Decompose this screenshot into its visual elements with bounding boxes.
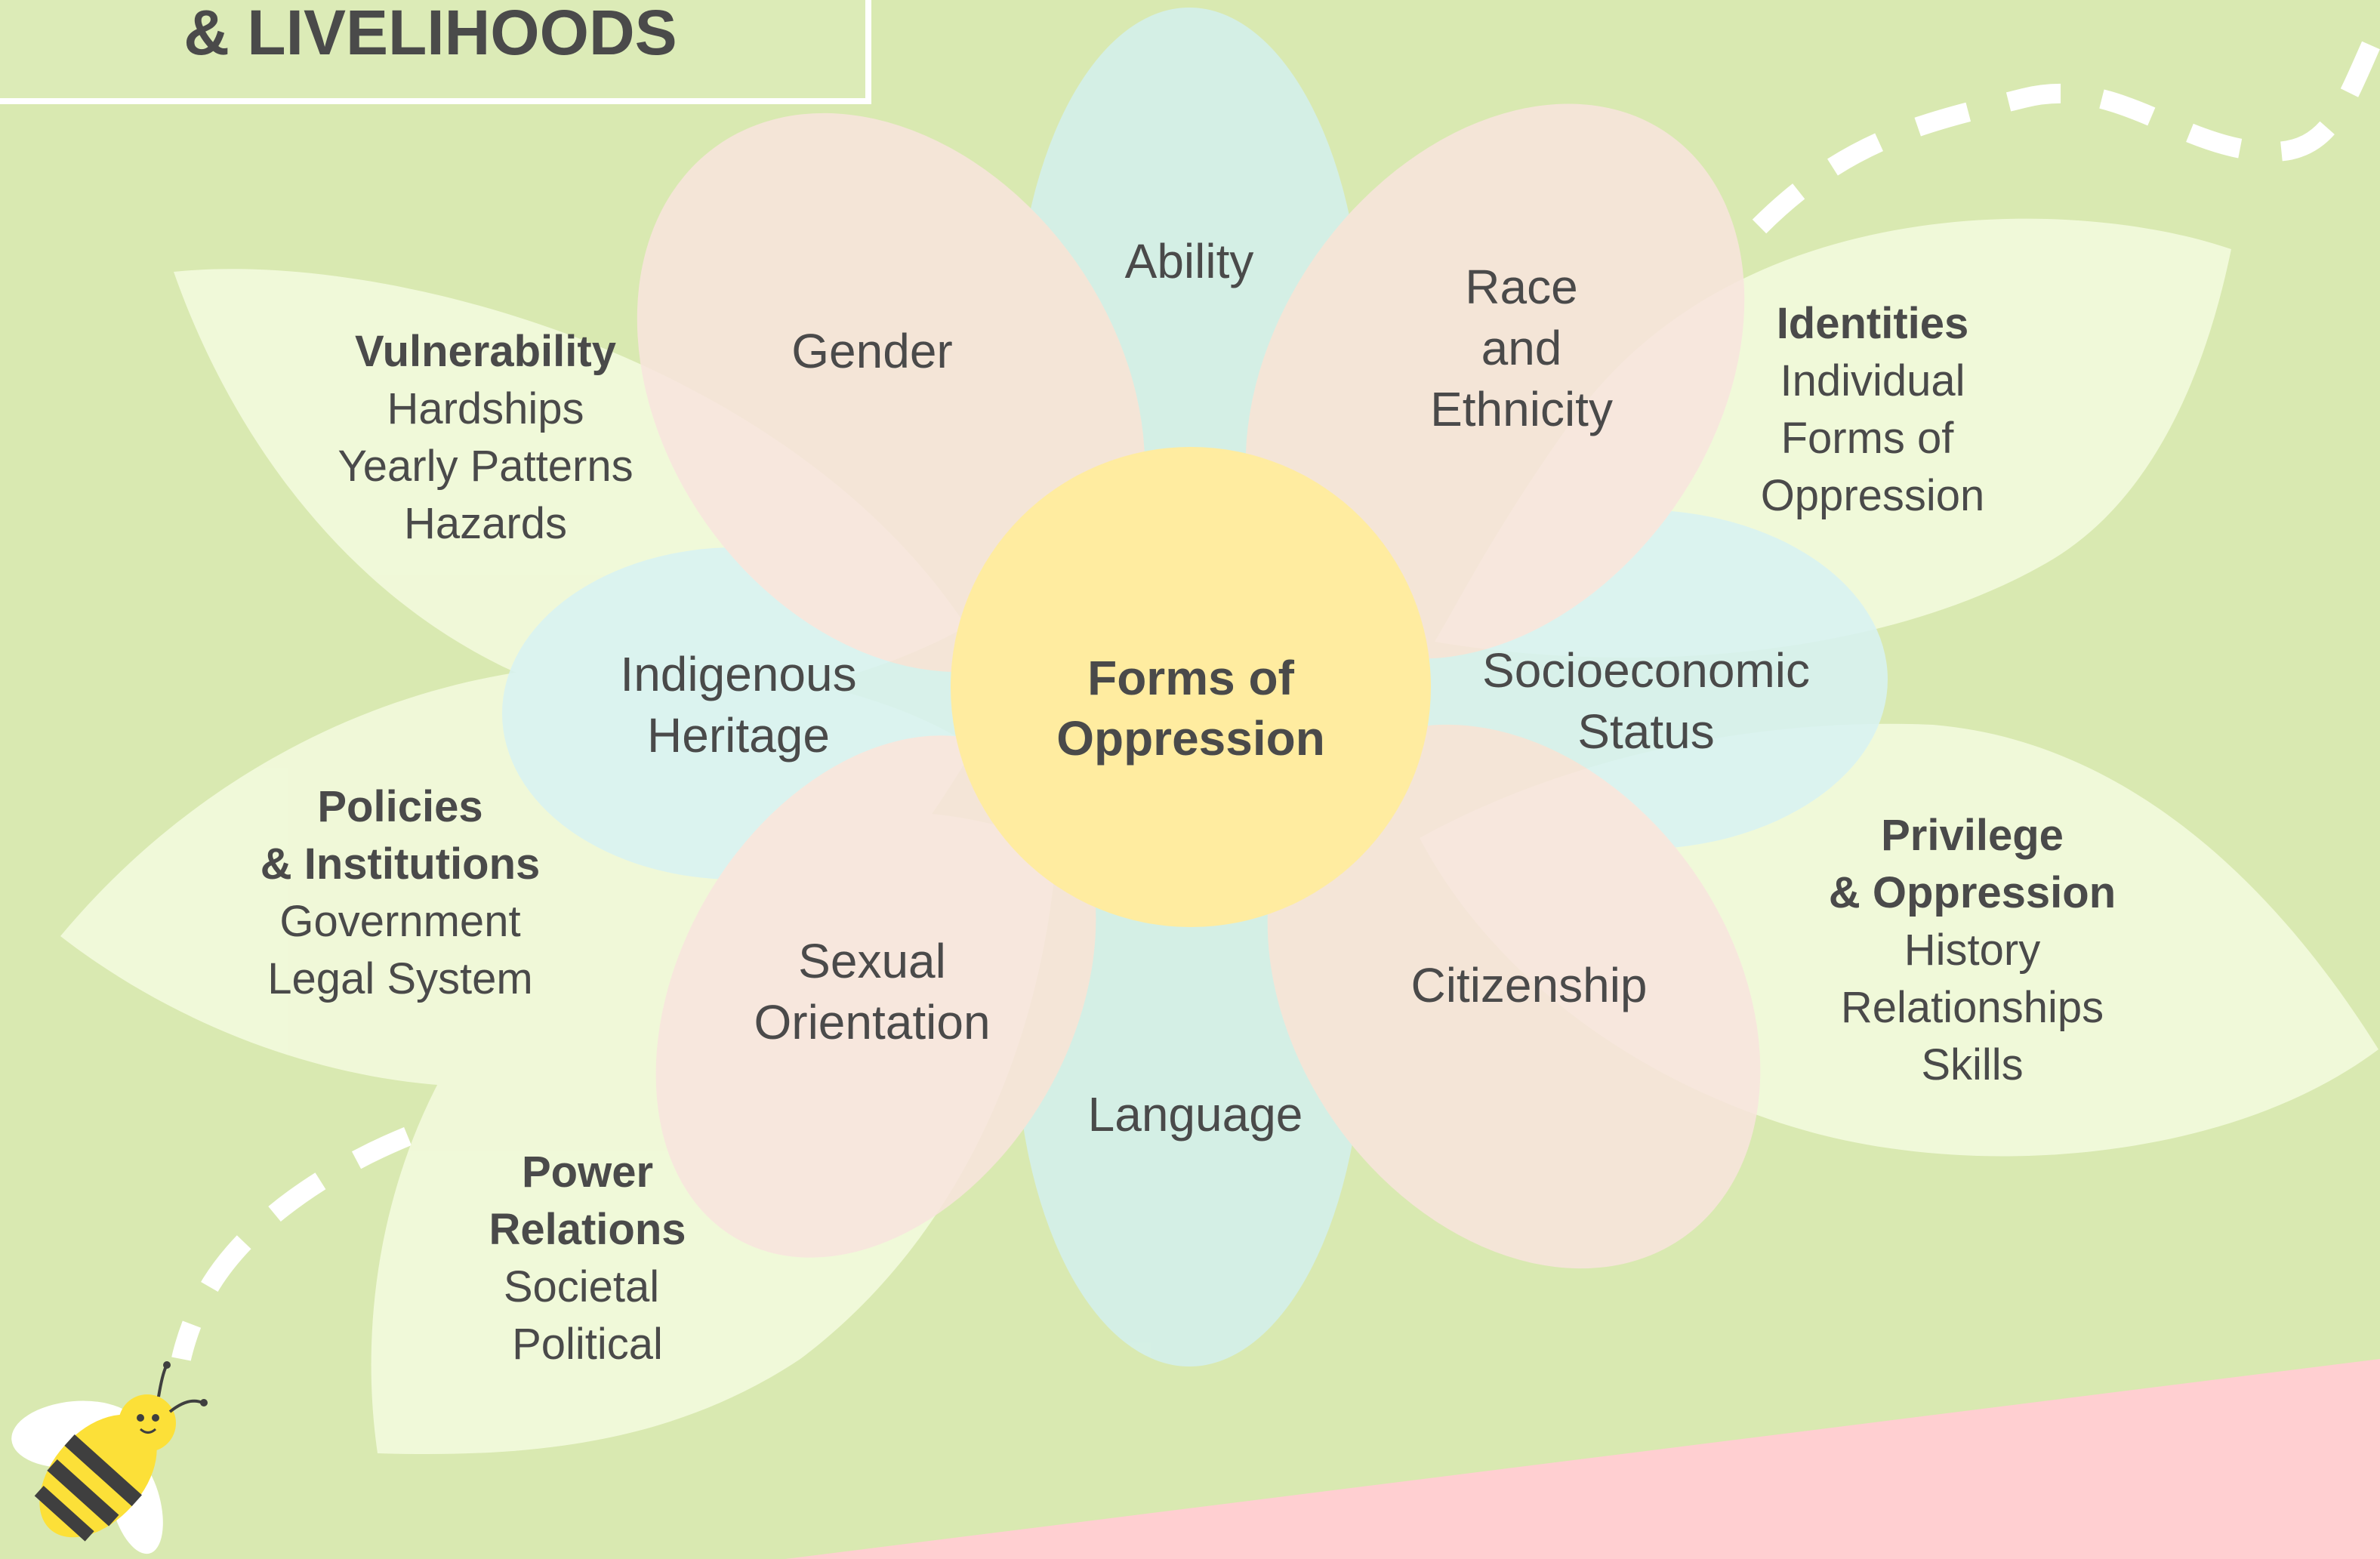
- label-gender: Gender: [791, 324, 952, 378]
- bee-icon: [11, 1361, 208, 1554]
- policies-heading-line1: Policies: [317, 782, 482, 831]
- petal-sexual-orientation: [655, 735, 1096, 1258]
- center-circle: [951, 447, 1431, 927]
- vulnerability-heading: Vulnerability: [355, 327, 616, 376]
- center-title-line1: Forms of: [1087, 651, 1294, 705]
- privilege-heading-line2: & Oppression: [1829, 868, 2116, 917]
- label-socioeconomic-line2: Status: [1577, 704, 1714, 759]
- pink-corner-band: [785, 1359, 2380, 1559]
- center-title-line2: Oppression: [1056, 711, 1325, 766]
- title-box: & LIVELIHOODS: [0, 0, 871, 104]
- bee-stripes: [34, 1434, 142, 1542]
- title-text: & LIVELIHOODS: [183, 0, 677, 68]
- bee-eye-left: [137, 1414, 144, 1422]
- bee-smile: [139, 1428, 157, 1434]
- dashed-flight-path-right: [1752, 41, 2380, 234]
- dashed-flight-path-left: [171, 1126, 412, 1361]
- identities-item-2: Forms of: [1781, 414, 1955, 463]
- label-indigenous-line2: Heritage: [647, 708, 830, 763]
- privilege-item-3: Skills: [1921, 1040, 2023, 1089]
- label-language: Language: [1088, 1087, 1303, 1142]
- power-heading-line2: Relations: [489, 1205, 686, 1254]
- label-race-line2: and: [1481, 321, 1562, 375]
- vulnerability-item-2: Yearly Patterns: [338, 442, 633, 491]
- label-sexual-orientation-line2: Orientation: [754, 995, 990, 1049]
- vulnerability-item-1: Hardships: [387, 384, 584, 433]
- policies-heading-line2: & Institutions: [261, 840, 541, 889]
- bee-eye-right: [152, 1414, 159, 1422]
- title-box-frame: [0, 0, 871, 104]
- label-citizenship: Citizenship: [1410, 958, 1647, 1012]
- label-race-line1: Race: [1465, 260, 1577, 314]
- privilege-item-2: Relationships: [1841, 983, 2104, 1032]
- policies-item-2: Legal System: [267, 954, 532, 1003]
- label-socioeconomic-line1: Socioeconomic: [1482, 643, 1810, 698]
- power-heading-line1: Power: [522, 1148, 653, 1197]
- privilege-item-1: History: [1904, 926, 2040, 975]
- power-item-1: Societal: [504, 1262, 659, 1311]
- identities-heading: Identities: [1777, 299, 1969, 348]
- policies-item-1: Government: [279, 897, 520, 946]
- label-race-line3: Ethnicity: [1430, 382, 1613, 436]
- label-ability: Ability: [1125, 234, 1254, 288]
- petal-race: [1245, 103, 1745, 659]
- label-sexual-orientation-line1: Sexual: [798, 934, 946, 988]
- identities-item-3: Oppression: [1761, 471, 1985, 520]
- label-indigenous-line1: Indigenous: [620, 647, 856, 701]
- bee-antenna-2: [168, 1399, 203, 1413]
- petal-citizenship: [1267, 724, 1761, 1269]
- privilege-heading-line1: Privilege: [1881, 811, 2064, 860]
- power-item-2: Political: [512, 1320, 663, 1369]
- vulnerability-item-3: Hazards: [404, 499, 567, 548]
- bee-head: [119, 1394, 176, 1452]
- identities-item-1: Individual: [1780, 356, 1965, 405]
